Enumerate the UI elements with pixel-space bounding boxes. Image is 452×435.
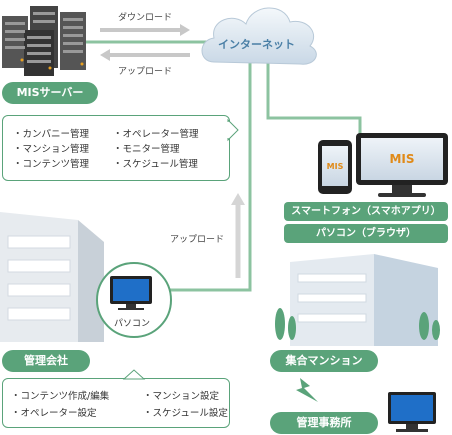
mis-item: ・マンション管理 <box>13 144 90 155</box>
mis-item: ・モニター管理 <box>113 144 180 155</box>
management-item: ・オペレーター設定 <box>11 408 97 419</box>
pc-browser-bar: パソコン（ブラウザ） <box>284 224 448 243</box>
upload-arrow-mid <box>231 193 245 278</box>
monitor-stand <box>392 185 412 193</box>
smartphone-app-bar: スマートフォン（スマホアプリ） <box>284 202 448 221</box>
office-title: 管理事務所 <box>270 412 378 434</box>
management-item: ・マンション設定 <box>143 391 220 402</box>
pc-label: パソコン <box>114 319 151 329</box>
internet-label: インターネット <box>218 38 295 51</box>
office-monitor-icon <box>388 392 436 424</box>
monitor-icon: MIS <box>356 133 448 185</box>
mis-item: ・カンパニー管理 <box>13 129 90 140</box>
apartment-building-icon <box>275 254 440 346</box>
monitor-logo: MIS <box>389 152 415 166</box>
smartphone-icon: MIS <box>318 140 352 194</box>
mis-item: ・コンテンツ管理 <box>13 159 90 170</box>
box-pointer <box>122 369 146 380</box>
mis-server-title: MISサーバー <box>2 82 98 104</box>
download-label: ダウンロード <box>118 13 173 23</box>
cloud-icon <box>201 7 317 65</box>
mis-item: ・オペレーター管理 <box>113 129 199 140</box>
box-pointer <box>224 118 239 142</box>
pc-base <box>118 308 144 310</box>
management-item: ・コンテンツ作成/編集 <box>11 391 110 402</box>
monitor-base <box>378 193 426 197</box>
upload-label-mid: アップロード <box>170 235 225 245</box>
cloud-devices-line <box>266 62 362 135</box>
download-arrow <box>100 24 190 36</box>
management-box: ・コンテンツ作成/編集 ・オペレーター設定 ・マンション設定 ・スケジュール設定 <box>2 378 230 428</box>
pc-stand <box>126 304 136 308</box>
smartphone-logo: MIS <box>326 161 344 171</box>
cloud-pc-line <box>170 62 252 292</box>
office-monitor-stand <box>406 424 418 429</box>
mis-server-box: ・カンパニー管理 ・マンション管理 ・コンテンツ管理 ・オペレーター管理 ・モニ… <box>2 115 230 181</box>
management-building-icon <box>0 212 104 342</box>
lightning-icon <box>296 378 318 402</box>
management-title: 管理会社 <box>2 350 90 372</box>
upload-arrow-top <box>100 49 190 61</box>
residence-title: 集合マンション <box>270 350 378 372</box>
management-item: ・スケジュール設定 <box>143 408 228 419</box>
upload-label-top: アップロード <box>118 67 173 77</box>
server-rack-icon <box>2 6 86 76</box>
mis-item: ・スケジュール管理 <box>113 159 198 170</box>
pc-monitor-icon <box>110 276 152 304</box>
office-monitor-base <box>396 429 428 432</box>
